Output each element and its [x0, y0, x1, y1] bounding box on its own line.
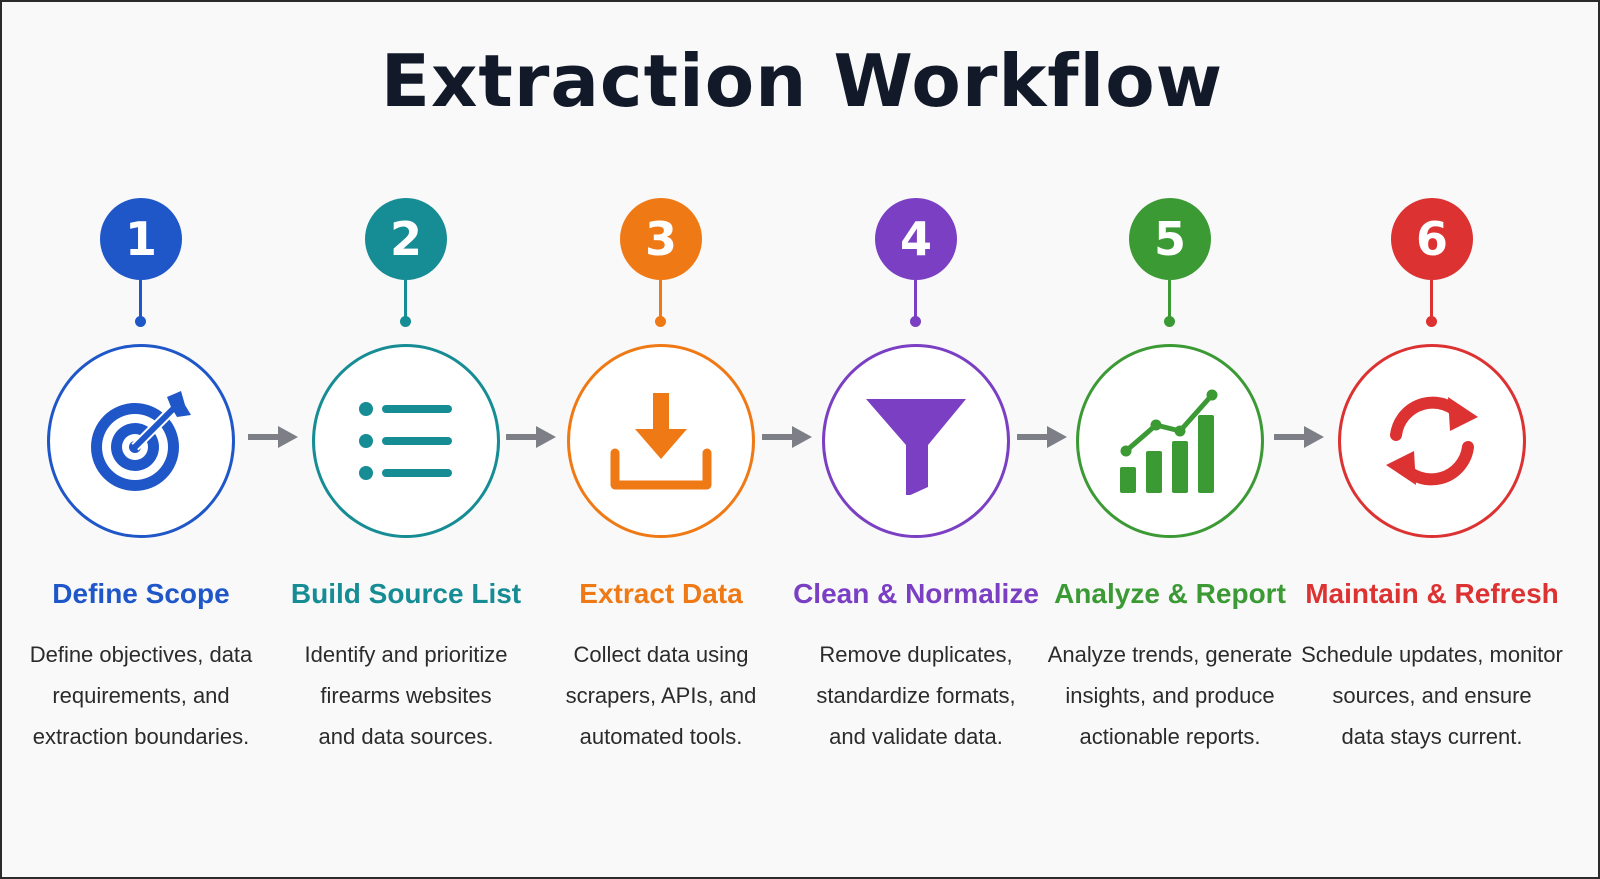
connector-line	[404, 280, 407, 318]
step-description-line: data stays current.	[1341, 724, 1523, 749]
step-description-line: extraction boundaries.	[32, 724, 250, 749]
step-description-line: sources, and ensure	[1332, 683, 1532, 708]
step-description: Analyze trends, generate insights, and pr…	[1030, 634, 1310, 757]
step-icon-circle	[312, 344, 500, 538]
step-description-line: and validate data.	[829, 724, 1003, 749]
connector-dot	[1426, 316, 1437, 327]
step-number-badge: 6	[1391, 198, 1473, 280]
step-description: Identify and prioritize firearms websites…	[266, 634, 546, 757]
step-description-line: Remove duplicates,	[819, 642, 1013, 667]
step-description: Schedule updates, monitor sources, and en…	[1292, 634, 1572, 757]
connector-dot	[400, 316, 411, 327]
step-description: Remove duplicates, standardize formats, an…	[776, 634, 1056, 757]
connector-dot	[655, 316, 666, 327]
step-description-line: scrapers, APIs, and	[565, 683, 757, 708]
flow-arrow-icon	[504, 424, 558, 450]
connector-line	[914, 280, 917, 318]
connector-line	[1168, 280, 1171, 318]
step-icon-circle	[47, 344, 235, 538]
flow-arrow-icon	[1015, 424, 1069, 450]
step-description-line: actionable reports.	[1079, 724, 1261, 749]
step-description-line: Define objectives, data	[29, 642, 253, 667]
step-label: Clean & Normalize	[793, 578, 1039, 609]
step-label: Build Source List	[290, 578, 522, 609]
flow-arrow-icon	[1272, 424, 1326, 450]
step-number-badge: 5	[1129, 198, 1211, 280]
connector-line	[139, 280, 142, 318]
step-icon-circle	[1338, 344, 1526, 538]
page-title: Extraction Workflow	[380, 39, 1224, 123]
step-number-badge: 3	[620, 198, 702, 280]
step-description-line: Collect data using	[573, 642, 749, 667]
step-label: Extract Data	[579, 578, 743, 609]
step-number-badge: 4	[875, 198, 957, 280]
flow-arrow-icon	[760, 424, 814, 450]
connector-dot	[135, 316, 146, 327]
step-description-line: automated tools.	[579, 724, 743, 749]
connector-line	[659, 280, 662, 318]
step-description-line: Analyze trends, generate	[1047, 642, 1293, 667]
step-label: Analyze & Report	[1054, 578, 1286, 609]
step-label: Define Scope	[52, 578, 230, 609]
step-description-line: firearms websites	[320, 683, 492, 708]
step-label: Maintain & Refresh	[1305, 578, 1559, 609]
step-description-line: Identify and prioritize	[304, 642, 508, 667]
step-number-badge: 2	[365, 198, 447, 280]
flow-arrow-icon	[246, 424, 300, 450]
step-number-badge: 1	[100, 198, 182, 280]
step-description: Collect data using scrapers, APIs, and aut…	[521, 634, 801, 757]
step-description-line: and data sources.	[318, 724, 494, 749]
step-description: Define objectives, data requirements, and…	[1, 634, 281, 757]
connector-dot	[910, 316, 921, 327]
connector-dot	[1164, 316, 1175, 327]
step-icon-circle	[567, 344, 755, 538]
step-description-line: requirements, and	[52, 683, 230, 708]
step-icon-circle	[822, 344, 1010, 538]
step-description-line: insights, and produce	[1065, 683, 1275, 708]
step-description-line: Schedule updates, monitor	[1301, 642, 1563, 667]
step-description-line: standardize formats,	[816, 683, 1016, 708]
connector-line	[1430, 280, 1433, 318]
step-icon-circle	[1076, 344, 1264, 538]
